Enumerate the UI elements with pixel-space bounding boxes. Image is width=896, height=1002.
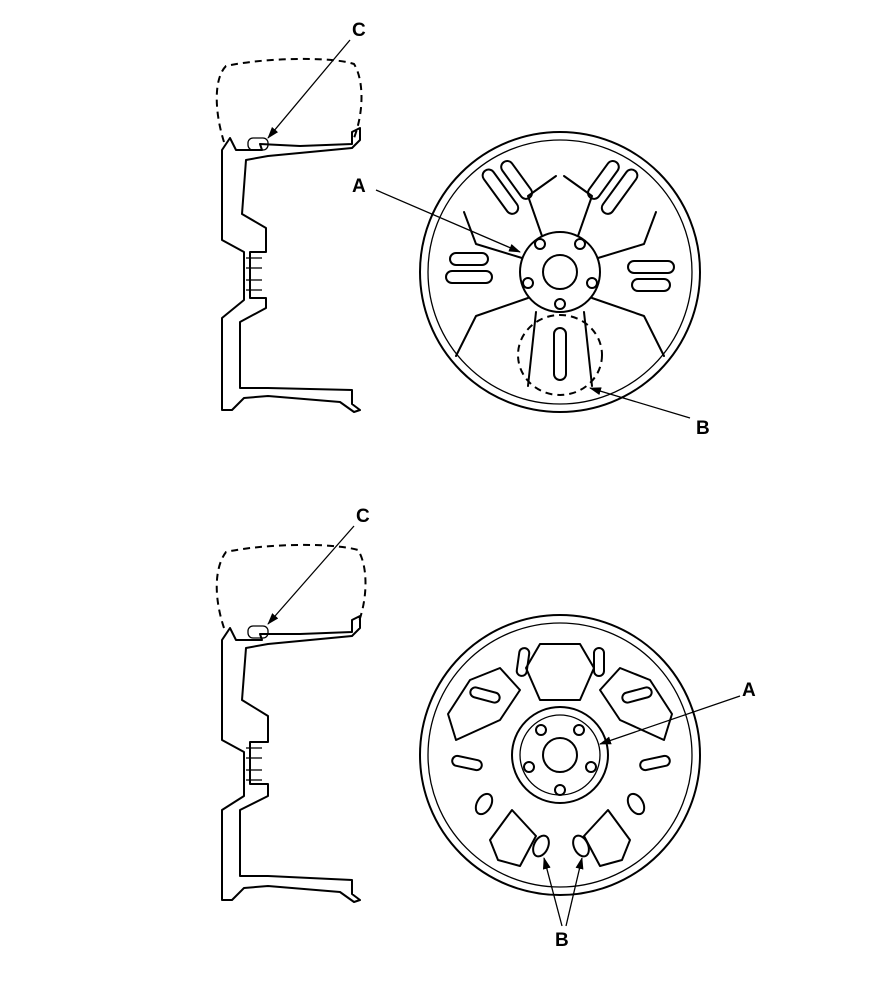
lower-hub-ring: [511, 706, 609, 804]
lower-rim-profile: [221, 615, 361, 903]
lower-wheel-front-view: [419, 614, 701, 896]
lower-window: [583, 809, 631, 867]
upper-callout-a: A: [352, 176, 366, 197]
upper-lug-hole: [534, 238, 546, 250]
upper-spoke-slot: [553, 327, 567, 381]
lower-window: [447, 667, 521, 741]
lower-valve-stem: [247, 625, 269, 639]
lower-spoke-slot: [639, 754, 671, 772]
lower-callout-c: C: [356, 506, 370, 527]
lower-spoke-slot: [451, 754, 483, 772]
upper-valve-stem: [247, 137, 269, 151]
upper-leader-b: [589, 387, 691, 419]
upper-lug-hole: [522, 277, 534, 289]
upper-tire-outline: [215, 57, 363, 143]
lower-spoke-slot: [469, 686, 501, 704]
lower-window: [525, 643, 595, 701]
upper-wheel-front-view: [419, 131, 701, 413]
lower-hub-inner-ring: [519, 714, 601, 796]
lower-window: [489, 809, 537, 867]
upper-rim-inner: [427, 139, 693, 405]
upper-callout-c: C: [352, 20, 366, 41]
lower-spoke-slot: [593, 647, 605, 677]
lower-callout-a: A: [742, 680, 756, 701]
lower-lug-hole: [523, 761, 535, 773]
lower-lug-hole: [585, 761, 597, 773]
lower-leader-b-right: [565, 857, 584, 927]
lower-window: [599, 667, 673, 741]
upper-leader-c: [267, 39, 351, 139]
lower-callout-b: B: [555, 930, 569, 951]
lower-oval-boss: [626, 792, 646, 816]
lower-area-b-boss: [572, 834, 590, 858]
upper-leader-a: [375, 189, 521, 253]
lower-rim-outer: [419, 614, 701, 896]
upper-center-bore: [542, 254, 578, 290]
lower-lug-hole: [535, 724, 547, 736]
lower-oval-boss: [474, 792, 494, 816]
lower-lug-hole: [573, 724, 585, 736]
lower-wheel-side-profile: [215, 543, 367, 903]
upper-callout-b: B: [696, 418, 710, 439]
lower-lug-hole: [554, 784, 566, 796]
lower-leader-a: [599, 695, 741, 745]
upper-hub-ring: [519, 231, 601, 313]
lower-spoke-slot: [515, 647, 531, 677]
lower-center-bore: [542, 737, 578, 773]
lower-spoke-slot: [621, 686, 653, 704]
upper-lug-hole: [586, 277, 598, 289]
upper-lug-hole: [554, 298, 566, 310]
upper-rim-outer: [419, 131, 701, 413]
upper-area-b-outline: [517, 314, 603, 396]
lower-area-b-boss: [532, 834, 550, 858]
lower-rim-inner: [427, 622, 693, 888]
lower-leader-b-left: [542, 857, 563, 927]
upper-wheel-side-profile: [215, 57, 363, 413]
upper-lug-hole: [574, 238, 586, 250]
lower-tire-outline: [215, 543, 367, 629]
upper-rim-profile: [221, 127, 361, 413]
lower-leader-c: [267, 525, 355, 625]
